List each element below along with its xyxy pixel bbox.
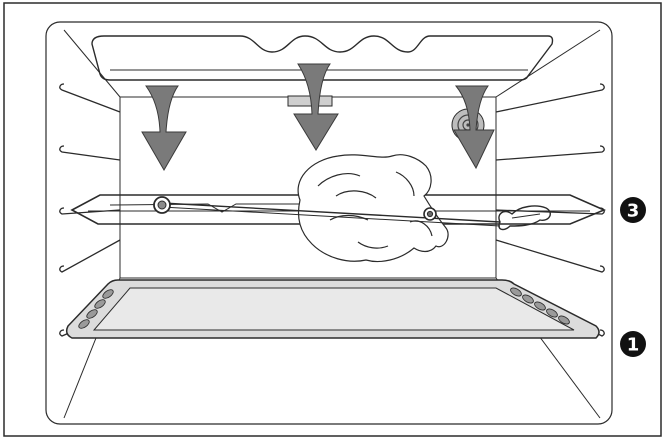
- heat-arrow-icon-center: [293, 63, 339, 151]
- left-shelf-runners: [59, 83, 121, 337]
- heat-arrows: [141, 63, 495, 171]
- oven-cavity: [45, 21, 613, 425]
- marker-label-1: 1: [627, 335, 640, 356]
- outer-frame: [3, 2, 662, 437]
- chicken-icon: [297, 154, 449, 263]
- marker-label-3: 3: [627, 201, 640, 222]
- baking-tray-icon: [65, 279, 600, 339]
- marker-shelf-level-3: 3: [620, 197, 646, 223]
- heat-arrow-icon-right: [453, 85, 495, 170]
- marker-shelf-level-1: 1: [620, 331, 646, 357]
- rotisserie-spit-icon: [153, 196, 551, 231]
- heat-arrow-icon-left: [141, 85, 187, 171]
